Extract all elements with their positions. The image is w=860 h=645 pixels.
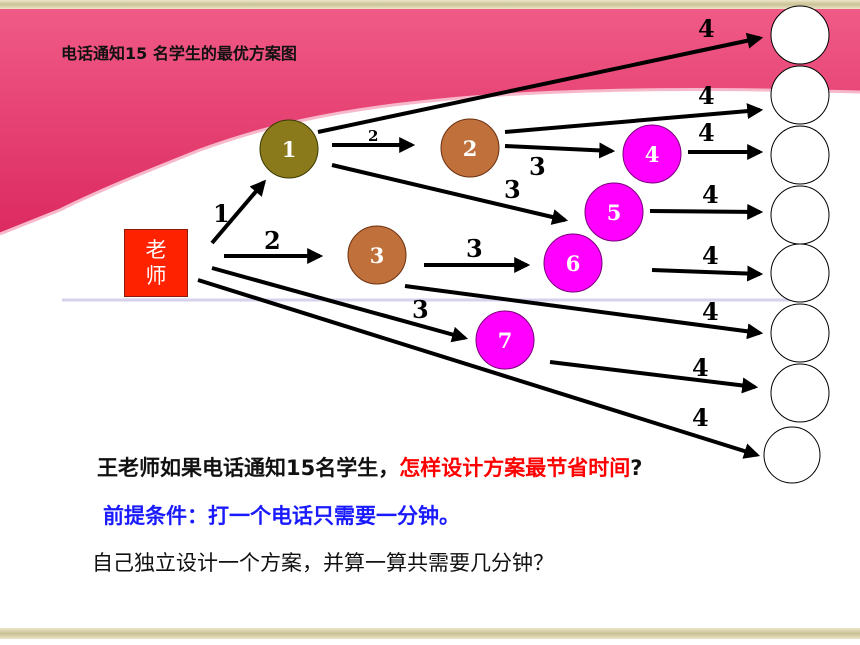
node-2: 2 [440, 118, 500, 178]
edge-label: 4 [698, 14, 715, 43]
student-circle [770, 243, 830, 303]
student-circle [770, 185, 830, 245]
top-decor-bar [0, 0, 860, 9]
node-label: 6 [566, 251, 581, 276]
teacher-label-line2: 师 [145, 264, 167, 288]
node-label: 1 [282, 137, 297, 162]
premise-text: 前提条件：打一个电话只需要一分钟。 [103, 504, 460, 528]
edge-label: 2 [368, 127, 378, 145]
node-label: 7 [498, 328, 513, 353]
arrow-1-to-5 [331, 163, 569, 225]
arrows [197, 32, 764, 459]
edge-label: 3 [466, 234, 483, 263]
edge-labels: 1 2 2 3 3 3 3 4 4 4 4 4 4 4 4 [213, 14, 719, 432]
student-circle [770, 65, 830, 125]
edge-label: 3 [412, 295, 429, 324]
arrow-2-to-4 [504, 142, 616, 159]
arrow-3-to-s6 [404, 284, 764, 340]
question-part3: ? [630, 456, 643, 480]
teacher-label-line1: 老 [145, 238, 167, 262]
edge-label: 4 [702, 180, 719, 209]
student-circle [770, 363, 830, 423]
question-part1: 王老师如果电话通知15名学生， [97, 456, 400, 480]
node-5: 5 [584, 182, 644, 242]
student-circles [763, 5, 830, 484]
bottom-decor-bar [0, 628, 860, 639]
question-part2: 怎样设计方案最节省时间 [399, 456, 631, 480]
edge-label: 3 [504, 175, 521, 204]
node-4: 4 [622, 124, 682, 184]
slide-title: 电话通知15 名学生的最优方案图 [61, 44, 297, 63]
arrow-teacher-to-7 [211, 266, 469, 343]
banner-wave [0, 9, 860, 234]
edge-label: 4 [692, 403, 709, 432]
edge-label: 4 [702, 297, 719, 326]
edge-label: 4 [692, 353, 709, 382]
arrow-5-to-s4 [649, 203, 764, 220]
edge-label: 4 [698, 118, 715, 147]
arrow-1-to-s1 [317, 32, 764, 134]
edge-label: 1 [213, 199, 230, 228]
question-text: 王老师如果电话通知15名学生，怎样设计方案最节省时间? [97, 452, 642, 482]
edge-label: 2 [264, 226, 281, 255]
teacher-node: 老 师 [124, 229, 188, 297]
node-label: 2 [463, 136, 478, 161]
student-circle [770, 125, 830, 185]
node-label: 3 [370, 243, 385, 268]
student-circle [770, 303, 830, 363]
node-1: 1 [259, 119, 319, 179]
arrow-teacher-to-1 [210, 179, 267, 245]
student-circle [770, 5, 830, 65]
node-6: 6 [543, 233, 603, 293]
arrow-2-to-s2 [504, 103, 764, 134]
arrow-7-to-s7 [549, 360, 759, 394]
arrow-6-to-s5 [651, 265, 764, 282]
node-label: 5 [607, 200, 622, 225]
nodes: 1 2 3 4 5 6 7 [259, 118, 682, 370]
student-circle [763, 426, 821, 484]
node-7: 7 [475, 310, 535, 370]
node-3: 3 [347, 225, 407, 285]
edge-label: 4 [702, 241, 719, 270]
task-text: 自己独立设计一个方案，并算一算共需要几分钟？ [92, 551, 554, 575]
node-label: 4 [645, 142, 660, 167]
edge-label: 4 [698, 81, 715, 110]
edge-label: 3 [529, 152, 546, 181]
arrow-teacher-to-8 [197, 278, 761, 459]
